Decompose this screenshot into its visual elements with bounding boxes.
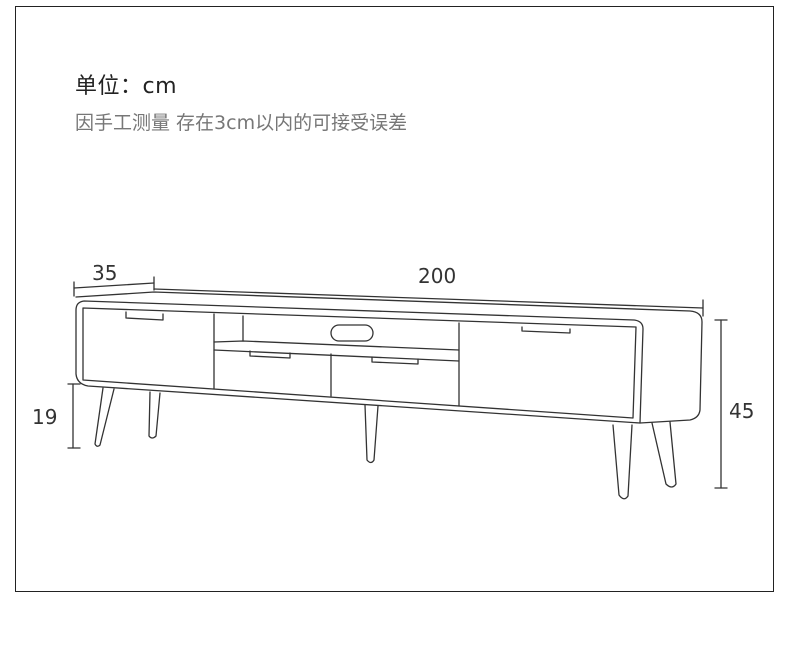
unit-label: 单位：cm — [75, 74, 178, 99]
height-label: 45 — [729, 399, 754, 423]
leg-height-dimension-line — [67, 383, 81, 449]
depth-label: 35 — [92, 261, 117, 285]
leg-height-label: 19 — [32, 405, 57, 429]
measurement-note: 因手工测量 存在3cm以内的可接受误差 — [75, 112, 408, 134]
diagram-frame — [15, 6, 774, 592]
cabinet-legs — [94, 387, 677, 500]
height-dimension-line — [714, 319, 728, 489]
cabinet-body — [75, 291, 703, 424]
width-dimension-line — [153, 288, 704, 317]
width-label: 200 — [418, 264, 456, 288]
depth-dimension-line — [73, 276, 155, 297]
